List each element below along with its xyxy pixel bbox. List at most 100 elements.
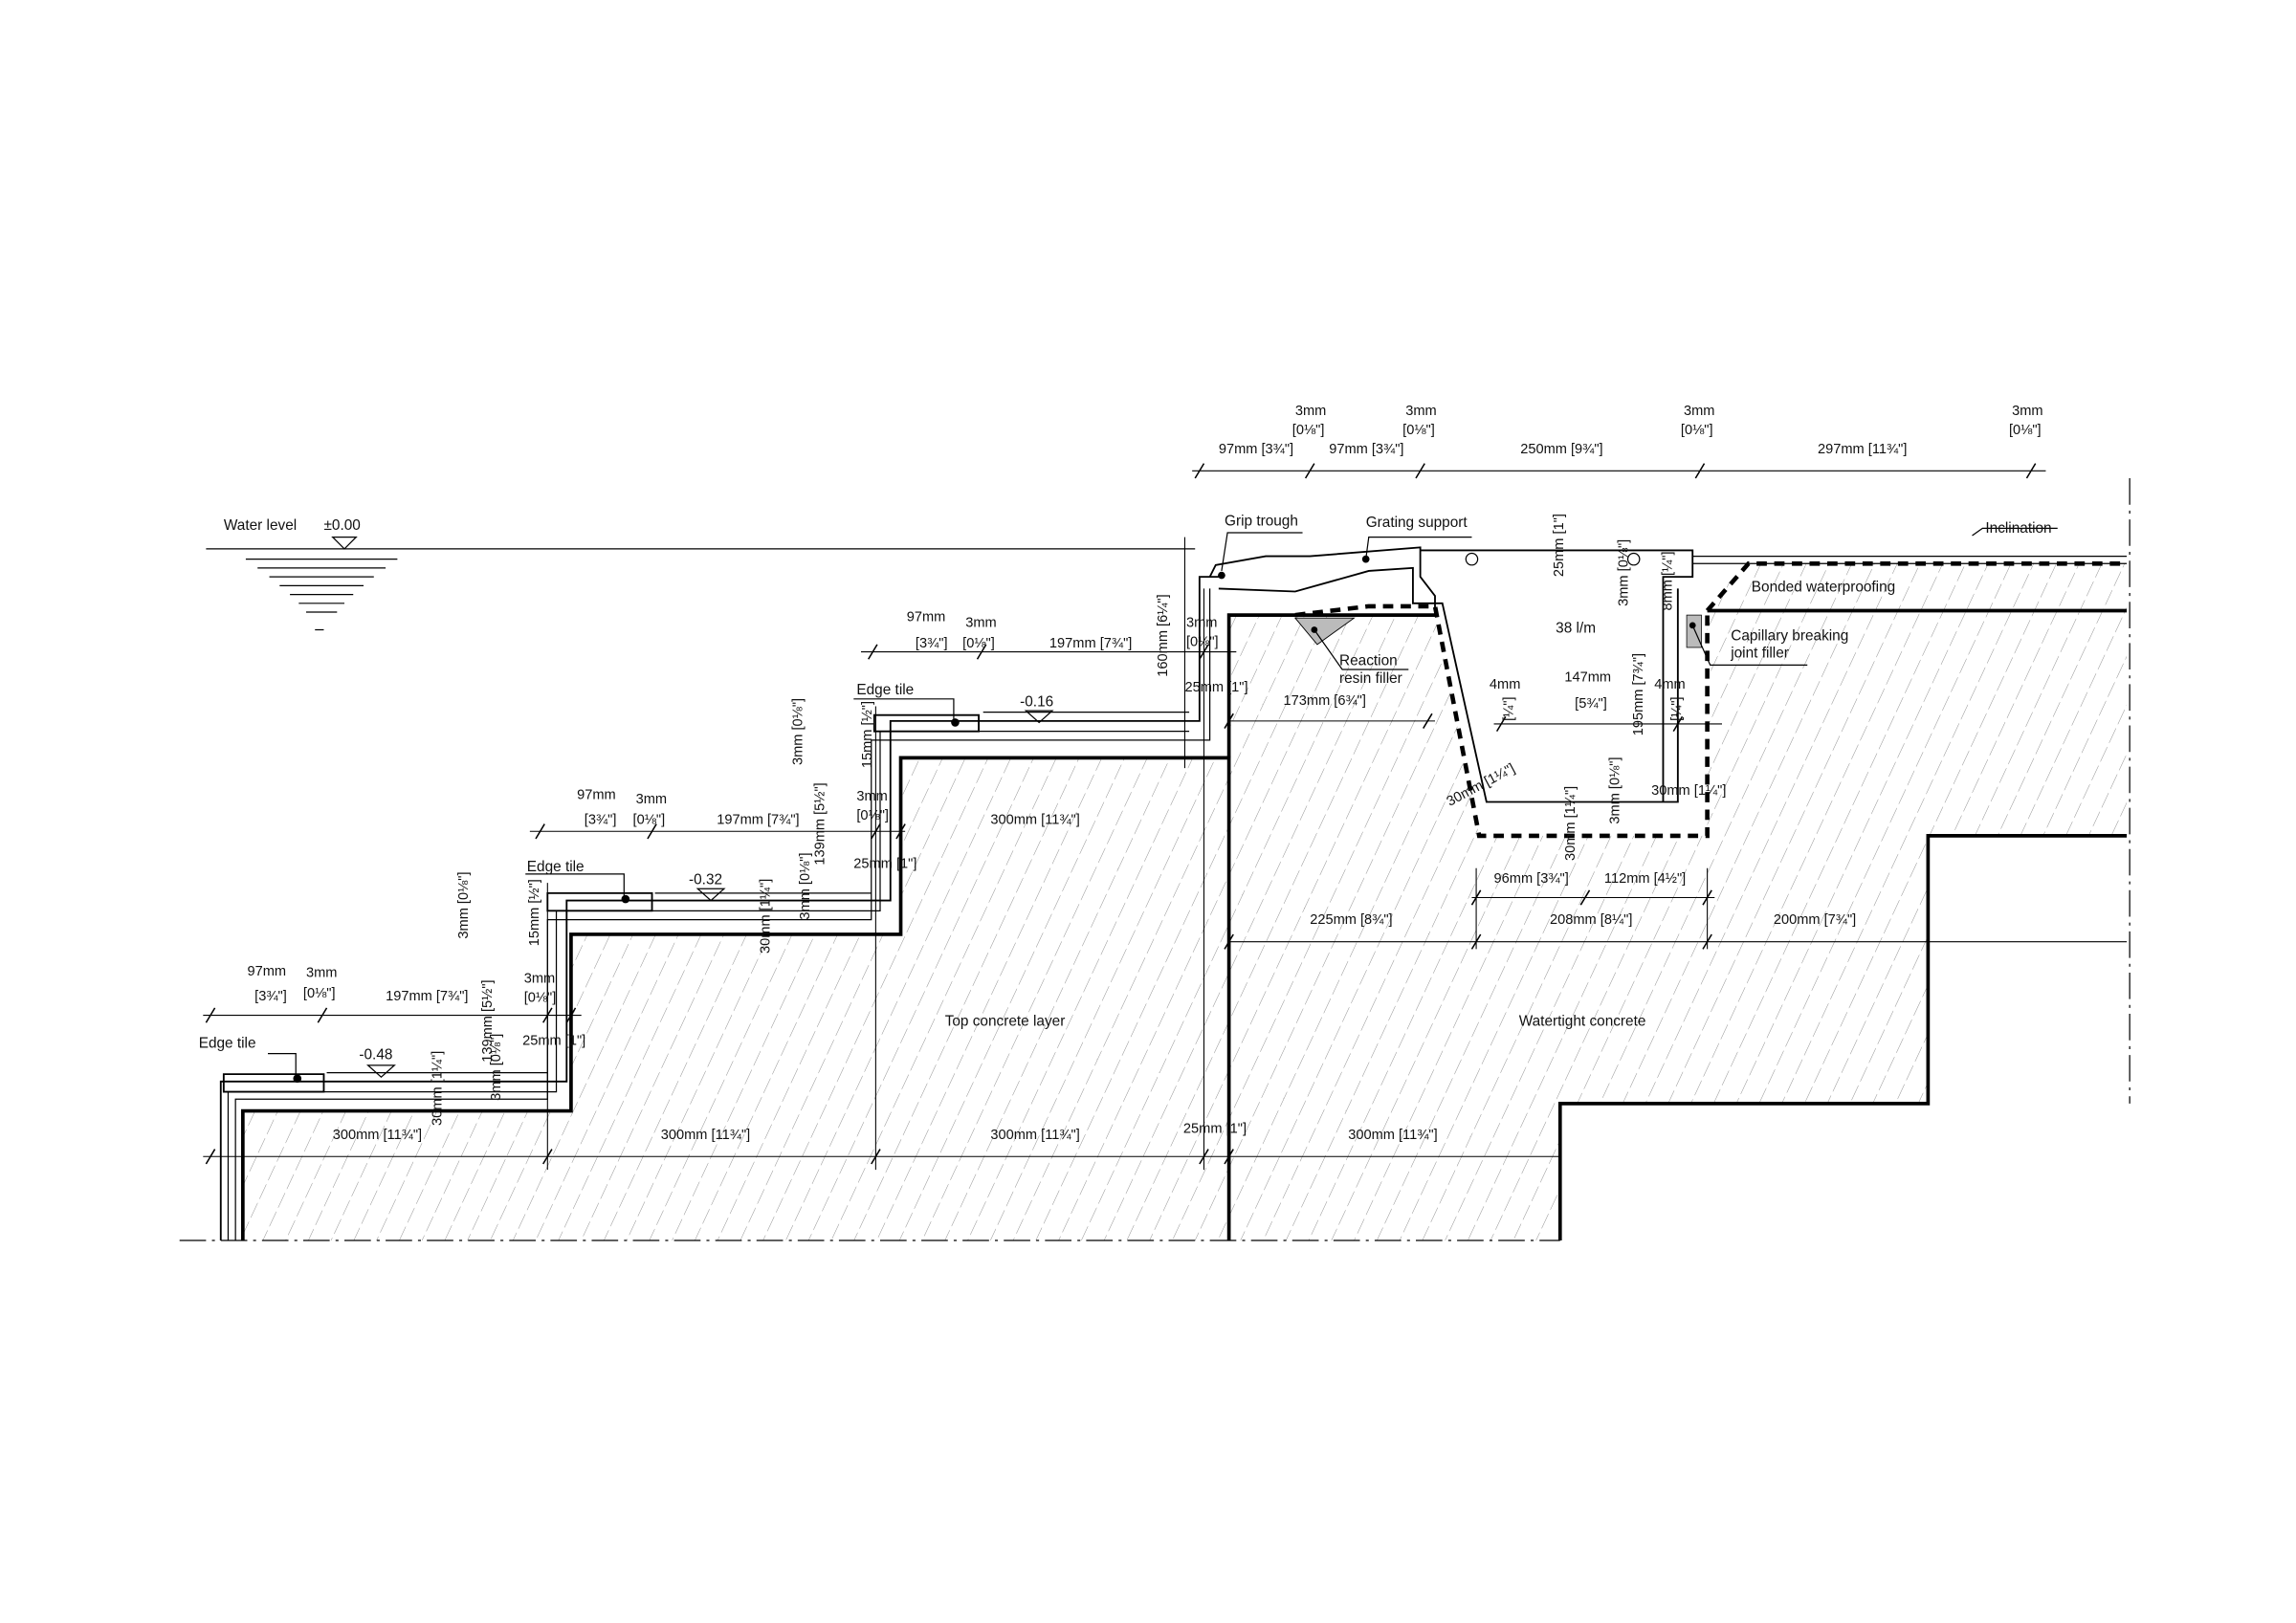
dimension-label: [¼"] xyxy=(1502,696,1517,720)
dimension-label: 3mm [0⅛"] xyxy=(456,871,472,938)
edge-tile-label: Edge tile xyxy=(199,1035,256,1051)
dimension-label: 97mm [3¾"] xyxy=(1329,442,1403,457)
dimension-label: 300mm [11¾"] xyxy=(333,1128,422,1143)
level-markers xyxy=(365,710,1054,1079)
dimension-label: 3mm [0⅛"] xyxy=(1617,539,1632,606)
dimension-label: 25mm [1"] xyxy=(853,857,916,872)
dimension-tick xyxy=(1495,715,1507,733)
dimension-label: 3mm [0⅛"] xyxy=(489,1034,504,1101)
dimension-tick xyxy=(205,1007,216,1023)
level-label: -0.32 xyxy=(689,872,722,888)
grating-support-label: Grating support xyxy=(1366,515,1468,531)
dimension-label: 4mm xyxy=(1654,677,1685,692)
dimension-tick xyxy=(205,1149,216,1165)
dimension-label: [0⅛"] xyxy=(1186,634,1219,649)
dimension-label: 208mm [8¼"] xyxy=(1550,912,1632,928)
dimension-tick xyxy=(895,823,906,840)
dimension-label: 97mm xyxy=(577,787,616,802)
dimension-lines xyxy=(203,470,2128,1171)
dimension-tick xyxy=(542,1007,553,1023)
dimension-label: 147mm xyxy=(1564,669,1611,685)
dimension-tick xyxy=(976,644,987,660)
dimension-label: 3mm [0⅛"] xyxy=(790,698,806,765)
dimension-label: 173mm [6¾"] xyxy=(1284,693,1366,709)
dimension-label: [¼"] xyxy=(1669,696,1685,720)
dimension-tick xyxy=(868,644,878,660)
dimension-tick xyxy=(647,823,657,840)
dimension-tick xyxy=(1415,463,1425,479)
dimension-label: 200mm [7¾"] xyxy=(1774,912,1856,928)
dimension-tick xyxy=(1470,933,1482,950)
dimension-label: [5¾"] xyxy=(1575,696,1607,712)
top-concrete-outline xyxy=(241,756,1231,1240)
dimension-label: 3mm xyxy=(636,792,667,807)
dimension-label: 139mm [5½"] xyxy=(480,979,496,1062)
level-label: -0.16 xyxy=(1020,694,1053,711)
dimension-tick xyxy=(1423,713,1433,729)
top-concrete-layer xyxy=(242,757,1229,1240)
dimension-tick xyxy=(1224,713,1234,729)
dimension-label: [0⅛"] xyxy=(1402,423,1435,438)
dimension-ticks xyxy=(205,463,2037,1165)
dimension-tick xyxy=(1199,644,1209,660)
dimension-label: 225mm [8¾"] xyxy=(1310,912,1392,928)
dimension-label: 96mm [3¾"] xyxy=(1494,871,1569,887)
dimension-label: 3mm xyxy=(1405,404,1436,419)
dimension-tick xyxy=(565,1007,577,1023)
dimension-label: 4mm xyxy=(1490,677,1520,692)
dimension-label: [0⅛"] xyxy=(1681,423,1713,438)
dimension-label: 300mm [11¾"] xyxy=(990,813,1079,828)
dimension-label: [0⅛"] xyxy=(1292,423,1325,438)
dimension-label: [0⅛"] xyxy=(633,813,666,828)
water-level-label: Water level xyxy=(224,517,297,534)
dimension-tick xyxy=(542,1149,553,1165)
top-concrete-layer-label: Top concrete layer xyxy=(945,1013,1066,1029)
dimension-label: 3mm xyxy=(2012,404,2042,419)
dimension-tick xyxy=(1672,715,1684,733)
dimension-label: 3mm xyxy=(965,615,996,630)
dimension-tick xyxy=(1224,1149,1234,1165)
dimension-label: 160mm [6¼"] xyxy=(1156,594,1171,676)
dimension-tick xyxy=(1694,463,1706,479)
dimension-tick xyxy=(2025,463,2037,479)
dimension-label: 3mm xyxy=(524,972,555,987)
dimension-label: 3mm xyxy=(1684,404,1714,419)
dimension-label: [0⅛"] xyxy=(962,636,995,651)
capillary-label-line1: Capillary breaking xyxy=(1731,627,1848,644)
dimension-tick xyxy=(1224,933,1234,950)
dimension-label: 3mm xyxy=(1186,615,1217,630)
dimension-tick xyxy=(871,823,881,840)
watertight-concrete-label: Watertight concrete xyxy=(1519,1013,1646,1029)
dimension-label: 3mm xyxy=(856,789,887,804)
dimension-label: 30mm [1¼"] xyxy=(1651,783,1726,799)
dimension-label: 250mm [9¾"] xyxy=(1520,442,1602,457)
grip-trough-label: Grip trough xyxy=(1225,513,1298,529)
bonded-waterproofing-label: Bonded waterproofing xyxy=(1752,580,1895,596)
dimension-label: 139mm [5½"] xyxy=(813,782,828,865)
datum-level: ±0.00 xyxy=(323,517,360,534)
dimension-label: 25mm [1"] xyxy=(522,1033,585,1048)
bonded-screed xyxy=(1707,563,2128,611)
dimension-label: 97mm xyxy=(907,609,946,625)
dimension-label: 15mm [½"] xyxy=(527,879,542,946)
dimension-label: 300mm [11¾"] xyxy=(1348,1128,1437,1143)
dimension-label: 30mm [1¼"] xyxy=(1563,786,1578,861)
edge-tile-label: Edge tile xyxy=(527,859,585,875)
dimension-tick xyxy=(871,1149,881,1165)
dimension-label: 300mm [11¾"] xyxy=(990,1128,1079,1143)
water-level-symbol xyxy=(206,536,1196,631)
watertight-concrete-outline xyxy=(1226,608,2128,1240)
dimension-label: [3¾"] xyxy=(254,989,287,1004)
dimension-tick xyxy=(1579,889,1591,906)
dimension-label: 30mm [1¼"] xyxy=(430,1051,446,1126)
flow-rate-label: 38 l/m xyxy=(1556,621,1596,637)
dimension-label: 25mm [1"] xyxy=(1183,1122,1247,1137)
capillary-label-line2: joint filler xyxy=(1730,646,1789,662)
watertight-concrete xyxy=(1228,610,2128,1240)
dimension-label: [0⅛"] xyxy=(303,986,336,1001)
dimension-label: 3mm xyxy=(1295,404,1326,419)
dimension-tick xyxy=(1304,463,1315,479)
dimension-label: 25mm [1"] xyxy=(1184,680,1247,695)
